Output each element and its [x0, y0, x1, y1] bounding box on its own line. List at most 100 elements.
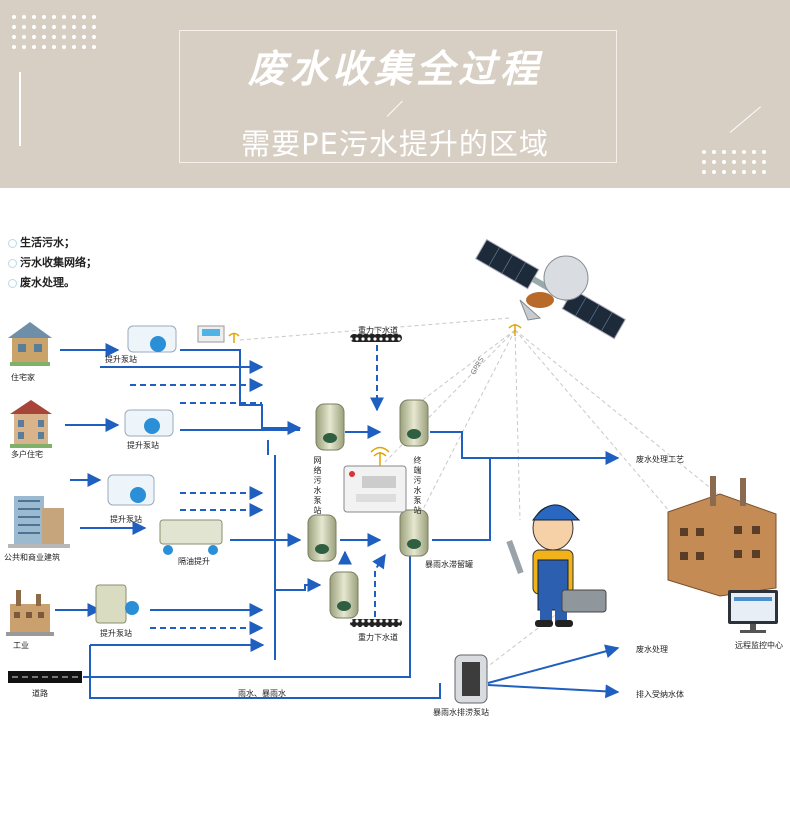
- industry-icon: [6, 590, 54, 636]
- lift-station-icon: [124, 409, 174, 437]
- treatment-label: 废水处理: [636, 645, 668, 654]
- dot: [82, 35, 86, 39]
- stormwater-pump-label: 暴雨水排涝泵站: [433, 708, 489, 717]
- dot: [742, 150, 746, 154]
- house-icon: [8, 322, 52, 366]
- dot: [762, 160, 766, 164]
- technician-mascot-icon: [506, 504, 607, 627]
- dot: [732, 160, 736, 164]
- dot: [12, 35, 16, 39]
- dot: [62, 25, 66, 29]
- residential-label: 住宅家: [11, 373, 35, 382]
- dot: [42, 15, 46, 19]
- dot: [712, 170, 716, 174]
- legend-item: 生活污水；: [8, 233, 97, 253]
- header-banner: 废水收集全过程 需要PE污水提升的区域: [0, 0, 790, 188]
- page-subtitle: 需要PE污水提升的区域: [241, 127, 549, 161]
- flow-lines: [55, 343, 620, 699]
- stormwater-pump-tank-icon: [454, 654, 488, 704]
- lift-station-label: 提升泵站: [127, 441, 159, 450]
- dot: [742, 160, 746, 164]
- dot: [762, 170, 766, 174]
- dot: [62, 35, 66, 39]
- dot: [72, 45, 76, 49]
- industry-label: 工业: [13, 641, 29, 650]
- dot: [32, 35, 36, 39]
- antenna-icon: [228, 332, 240, 343]
- bullet-icon: [8, 258, 17, 268]
- rain-label: 雨水、暴雨水: [238, 689, 286, 698]
- dot: [72, 15, 76, 19]
- dot: [92, 35, 96, 39]
- dashed-flow-lines: [130, 345, 386, 635]
- gravity-sewer-label: 重力下水道: [358, 633, 398, 642]
- antenna-icon: [370, 446, 390, 466]
- dot: [32, 45, 36, 49]
- lift-station-label: 提升泵站: [110, 515, 142, 524]
- dot: [752, 160, 756, 164]
- pump-tank-icon: [307, 514, 337, 562]
- lift-station-label: 提升泵站: [100, 629, 132, 638]
- dot: [732, 150, 736, 154]
- dot: [72, 25, 76, 29]
- dot: [52, 35, 56, 39]
- dot: [62, 15, 66, 19]
- road-icon: [8, 671, 82, 683]
- legend: 生活污水； 污水收集网络； 废水处理。: [8, 233, 97, 293]
- pump-tank-icon: [399, 399, 429, 447]
- terminal-station-label: 终端污水泵站: [413, 456, 422, 515]
- dot: [92, 15, 96, 19]
- dot: [22, 45, 26, 49]
- grease-separator-icon: [159, 519, 223, 555]
- dot: [32, 15, 36, 19]
- dot: [712, 150, 716, 154]
- dot: [82, 45, 86, 49]
- dot: [82, 25, 86, 29]
- lift-station-icon: [95, 584, 139, 624]
- monitor-icon: [728, 590, 778, 633]
- dot: [52, 25, 56, 29]
- dot: [42, 45, 46, 49]
- stormwater-tank-label: 暴雨水滞留罐: [425, 560, 473, 569]
- toolbox-icon: [561, 589, 607, 613]
- dot: [42, 35, 46, 39]
- dot: [702, 150, 706, 154]
- dot: [22, 15, 26, 19]
- commercial-label: 公共和商业建筑: [4, 553, 60, 562]
- dot: [12, 15, 16, 19]
- dot: [722, 170, 726, 174]
- dot-grid-top-left: [12, 15, 96, 49]
- dot-grid-bottom-right: [702, 150, 766, 174]
- dot: [42, 25, 46, 29]
- satellite-icon: [475, 238, 626, 340]
- gravity-sewer-pipe: [350, 334, 402, 342]
- dot: [752, 150, 756, 154]
- wrench-icon: [506, 539, 524, 575]
- lift-station-icon: [107, 474, 155, 506]
- dot: [92, 25, 96, 29]
- dot: [22, 25, 26, 29]
- dot: [742, 170, 746, 174]
- gravity-sewer-label: 重力下水道: [358, 326, 398, 335]
- multi-family-label: 多户住宅: [11, 450, 43, 459]
- road-label: 道路: [32, 689, 48, 698]
- dot: [702, 160, 706, 164]
- receiving-water-label: 排入受纳水体: [636, 690, 684, 699]
- legend-item: 废水处理。: [8, 273, 97, 293]
- dot: [12, 25, 16, 29]
- bullet-icon: [8, 278, 17, 288]
- grease-lift-label: 隔油提升: [178, 557, 210, 566]
- dot: [12, 45, 16, 49]
- dot: [752, 170, 756, 174]
- dot: [702, 170, 706, 174]
- dot: [22, 35, 26, 39]
- decorative-line: [19, 72, 21, 146]
- lift-station-icon: [127, 325, 225, 353]
- dot: [722, 160, 726, 164]
- dot: [52, 45, 56, 49]
- legend-item: 污水收集网络；: [8, 253, 97, 273]
- dot: [52, 15, 56, 19]
- lift-station-label: 提升泵站: [105, 355, 137, 364]
- gravity-sewer-pipe: [350, 619, 402, 627]
